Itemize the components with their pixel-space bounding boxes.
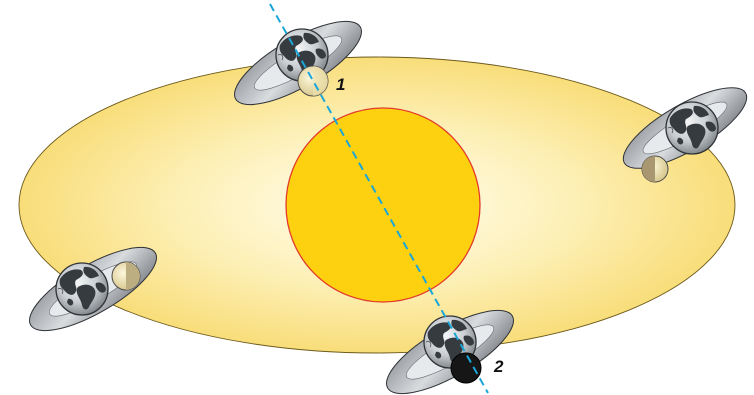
earth-icon (55, 262, 109, 316)
moon-icon (450, 352, 482, 384)
moon-icon (641, 155, 669, 183)
position-1-label: 1 (336, 75, 345, 94)
earth-moon-system-1 (234, 20, 362, 106)
earth-moon-system-2 (386, 309, 514, 395)
earth-moon-system-right (622, 87, 748, 183)
moon-icon (111, 261, 141, 291)
position-2-label: 2 (493, 357, 504, 376)
alignment-line (269, 3, 489, 394)
sun-icon (285, 107, 481, 303)
earth-icon (665, 101, 719, 155)
moon-icon (297, 65, 329, 97)
earth-moon-system-left (29, 246, 157, 332)
